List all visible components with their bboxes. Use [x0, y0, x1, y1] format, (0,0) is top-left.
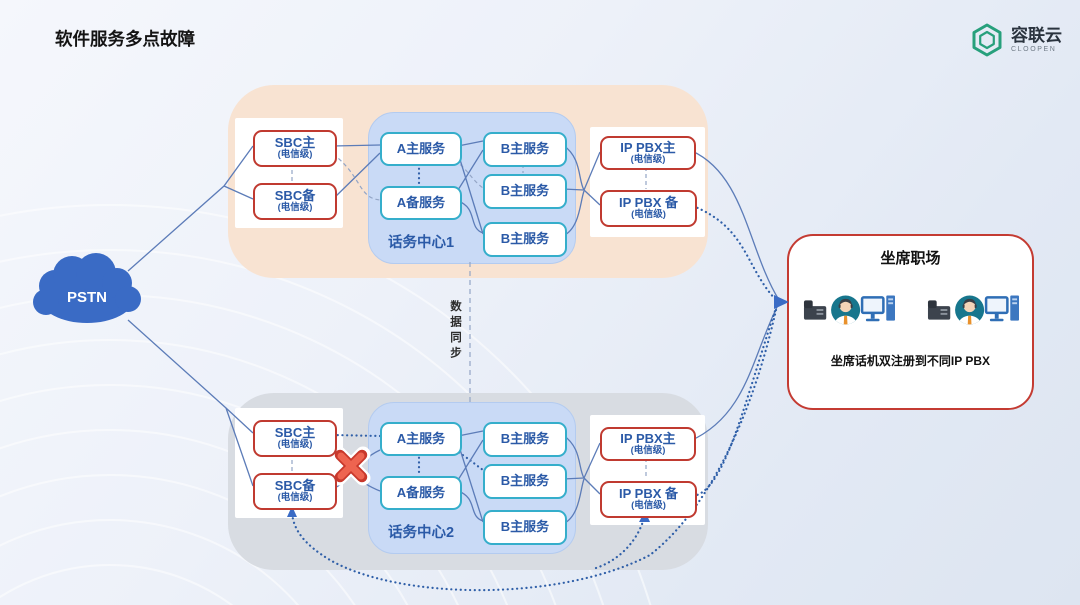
- node-label: B主服务: [500, 519, 550, 535]
- sbc-primary-1: SBC主 (电信级): [253, 130, 337, 167]
- node-label: SBC备: [274, 188, 316, 204]
- node-label: SBC主: [274, 135, 316, 151]
- ip-pbx-backup-1: IP PBX 备 (电信级): [600, 190, 697, 227]
- node-label: IP PBX 备: [618, 195, 678, 211]
- node-label: A主服务: [396, 140, 446, 156]
- b-primary-service-2b: B主服务: [483, 464, 567, 499]
- node-sublabel: (电信级): [277, 202, 313, 214]
- failover-branch: [594, 516, 646, 570]
- connection-line: [562, 434, 585, 479]
- a-backup-service-1: A备服务: [380, 186, 462, 220]
- node-label: B主服务: [500, 231, 550, 247]
- node-sublabel: (电信级): [277, 492, 313, 504]
- connection-line: [223, 185, 254, 200]
- node-label: A备服务: [396, 194, 446, 210]
- brand-logo: 容联云 CLOOPEN: [970, 22, 1062, 58]
- pstn-label: PSTN: [67, 289, 107, 306]
- connection-line: [127, 145, 254, 272]
- connection-line: [457, 200, 484, 234]
- brand-subname: CLOOPEN: [1011, 46, 1057, 53]
- node-label: IP PBX 备: [618, 486, 678, 502]
- connection-line: [583, 189, 601, 206]
- failover-path: [290, 308, 778, 592]
- node-sublabel: (电信级): [631, 500, 666, 512]
- node-sublabel: (电信级): [630, 153, 666, 165]
- workplace-caption: 坐席话机双注册到不同IP PBX: [830, 354, 991, 368]
- connection-line: [583, 442, 601, 479]
- connection-line: [689, 302, 780, 442]
- connection-line: [332, 144, 381, 147]
- connection-line: [457, 430, 484, 437]
- connection-line: [457, 439, 484, 481]
- connection-line: [457, 140, 484, 147]
- connection-line: [332, 152, 381, 200]
- node-sublabel: (电信级): [277, 149, 313, 161]
- connection-line: [457, 149, 484, 191]
- node-label: A备服务: [396, 484, 446, 500]
- node-label: B主服务: [500, 141, 550, 157]
- sbc-primary-2: SBC主 (电信级): [253, 420, 337, 457]
- node-sublabel: (电信级): [277, 439, 313, 451]
- connection-line: [691, 150, 780, 301]
- node-label: IP PBX主: [620, 430, 676, 446]
- node-label: A主服务: [396, 430, 446, 446]
- arrowhead-to-workplace: [774, 295, 789, 309]
- call-center-1-label: 话务中心1: [388, 235, 455, 251]
- node-label: SBC备: [274, 478, 316, 494]
- ip-pbx-primary-1: IP PBX主 (电信级): [600, 136, 696, 170]
- connection-line: [454, 159, 484, 189]
- sbc-backup-1: SBC备 (电信级): [253, 183, 337, 220]
- failure-x-icon: [331, 446, 371, 486]
- connection-line: [583, 151, 601, 191]
- call-center-2-label: 话务中心2: [388, 525, 455, 541]
- workplace-title: 坐席职场: [880, 250, 941, 267]
- node-label: B主服务: [500, 473, 550, 489]
- node-label: B主服务: [500, 183, 550, 199]
- connection-line: [457, 152, 484, 235]
- connection-line: [583, 477, 601, 495]
- page-title: 软件服务多点故障: [55, 29, 195, 49]
- hexagon-logo-icon: [972, 23, 1002, 57]
- node-sublabel: (电信级): [630, 444, 666, 456]
- b-primary-service-1c: B主服务: [483, 222, 567, 257]
- pstn-cloud: PSTN: [33, 253, 141, 323]
- connection-line: [332, 153, 381, 201]
- data-sync-label: 数据同步: [449, 300, 461, 362]
- connection-line: [691, 204, 779, 303]
- connection-line: [457, 442, 484, 523]
- connection-line: [562, 144, 585, 191]
- b-primary-service-1a: B主服务: [483, 132, 567, 167]
- a-backup-service-2: A备服务: [380, 476, 462, 510]
- node-label: IP PBX主: [620, 139, 676, 155]
- connection-line: [127, 319, 254, 434]
- ip-pbx-primary-2: IP PBX主 (电信级): [600, 427, 696, 461]
- ip-pbx-backup-2: IP PBX 备 (电信级): [600, 481, 697, 518]
- brand-name: 容联云: [1011, 26, 1062, 45]
- a-primary-service-1: A主服务: [380, 132, 462, 166]
- connection-line: [225, 407, 254, 487]
- b-primary-service-1b: B主服务: [483, 174, 567, 209]
- connection-line: [691, 303, 779, 498]
- node-sublabel: (电信级): [631, 209, 666, 221]
- node-label: SBC主: [274, 425, 316, 441]
- sbc-backup-2: SBC备 (电信级): [253, 473, 337, 510]
- arrowhead-to-sbc-backup: [287, 506, 297, 517]
- agent-workplace-box: 坐席职场 坐席话机双注册到不同IP PBX: [787, 234, 1034, 410]
- connection-line: [457, 490, 484, 522]
- b-primary-service-2a: B主服务: [483, 422, 567, 457]
- b-primary-service-2c: B主服务: [483, 510, 567, 545]
- a-primary-service-2: A主服务: [380, 422, 462, 456]
- node-label: B主服务: [500, 431, 550, 447]
- connection-line: [331, 433, 382, 438]
